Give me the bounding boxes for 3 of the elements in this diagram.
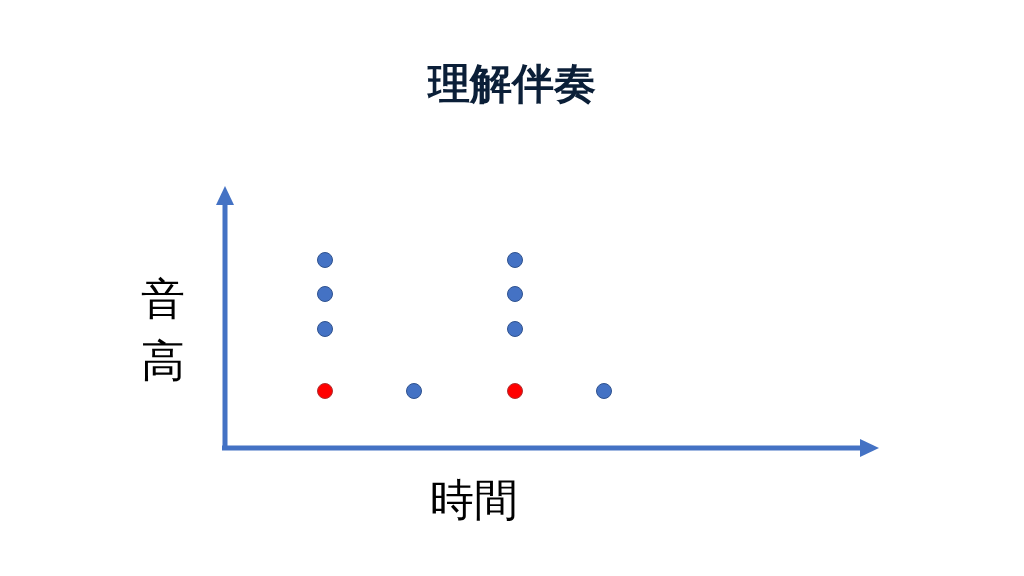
y-axis-label: 音高 [141,272,186,388]
x-axis-label: 時間 [430,478,518,522]
chart-title: 理解伴奏 [428,59,596,108]
